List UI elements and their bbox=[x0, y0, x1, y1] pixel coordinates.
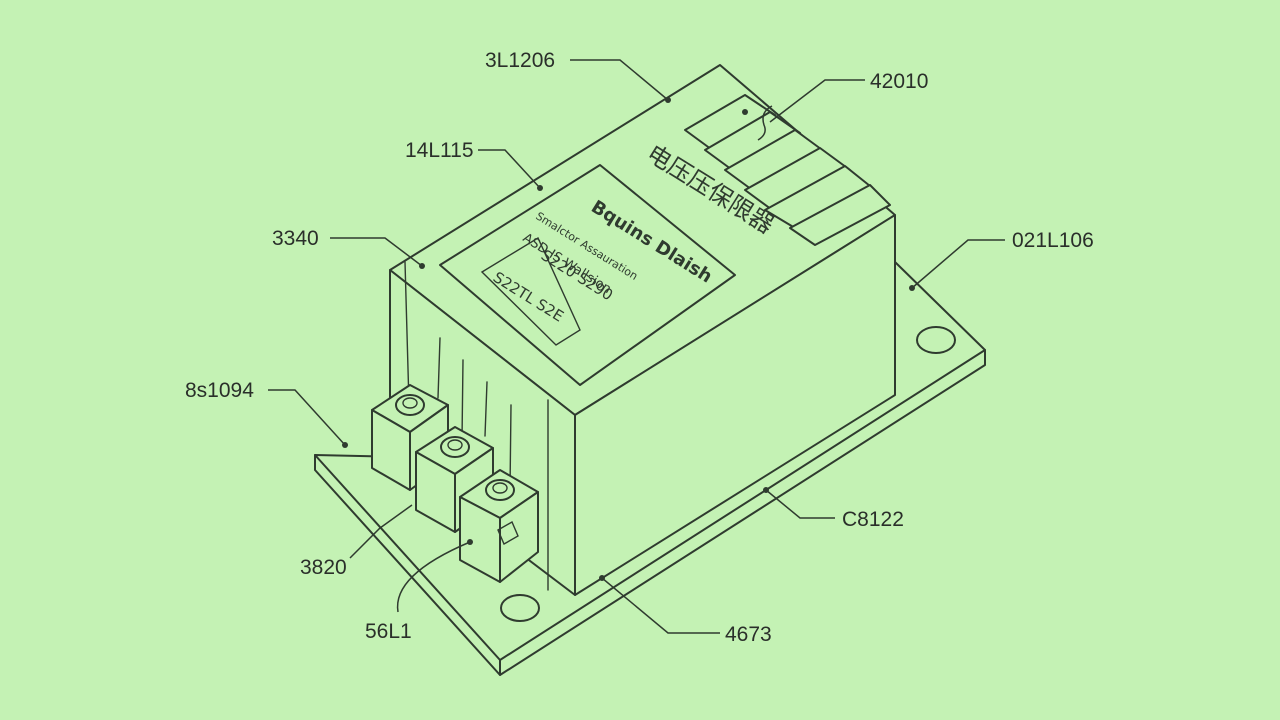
leader-c9 bbox=[396, 541, 471, 613]
callout-label-c9: 56L1 bbox=[365, 620, 412, 643]
fin-6 bbox=[789, 184, 891, 246]
terminal-2-screw bbox=[440, 436, 470, 458]
callout-label-c7: C8122 bbox=[842, 508, 904, 531]
callout-label-c1: 3L1206 bbox=[485, 49, 555, 72]
leader-c10-dot bbox=[599, 575, 605, 581]
leader-c6 bbox=[268, 389, 346, 446]
callout-label-c2: 42010 bbox=[870, 70, 928, 93]
base-plate-edge-left bbox=[314, 454, 501, 676]
heat-sink-fins bbox=[684, 94, 891, 246]
terminal-3-port-icon bbox=[497, 521, 519, 545]
leader-c5 bbox=[911, 239, 1005, 289]
terminal-3-screw-head bbox=[492, 482, 508, 494]
leader-c6-dot bbox=[342, 442, 348, 448]
leader-c7-dot bbox=[763, 487, 769, 493]
leader-c1-dot bbox=[665, 97, 671, 103]
leader-c1 bbox=[570, 59, 669, 101]
leader-c9-dot bbox=[467, 539, 473, 545]
nameplate-border bbox=[439, 164, 736, 386]
callout-label-c3: 14L115 bbox=[405, 139, 474, 162]
wire-3 bbox=[484, 381, 488, 437]
leader-c3-dot bbox=[537, 185, 543, 191]
callout-labels: 3L1206 42010 14L115 3340 021L106 8s1094 … bbox=[185, 49, 1094, 646]
callout-label-c4: 3340 bbox=[272, 227, 319, 250]
leader-c4-dot bbox=[419, 263, 425, 269]
wire-2 bbox=[461, 359, 464, 441]
callout-label-c6: 8s1094 bbox=[185, 379, 254, 402]
leader-c5-dot bbox=[909, 285, 915, 291]
terminal-1-screw bbox=[395, 394, 425, 416]
base-plate-edge-right bbox=[499, 349, 986, 676]
leader-c2-dot bbox=[742, 109, 748, 115]
mounting-hole-right bbox=[916, 326, 956, 354]
terminal-1-screw-head bbox=[402, 397, 418, 409]
terminal-block-3 bbox=[459, 469, 539, 583]
callout-label-c8: 3820 bbox=[300, 556, 347, 579]
nameplate-inner-box bbox=[480, 236, 581, 346]
leader-c7 bbox=[765, 489, 835, 519]
leader-c10 bbox=[601, 577, 720, 634]
leader-c2-curl bbox=[757, 105, 773, 141]
leader-c2 bbox=[769, 79, 865, 123]
terminal-3-screw bbox=[485, 479, 515, 501]
mounting-hole-front bbox=[500, 594, 540, 622]
terminal-3-side bbox=[499, 491, 539, 583]
terminal-2-screw-head bbox=[447, 439, 463, 451]
callout-label-c5: 021L106 bbox=[1012, 229, 1094, 252]
wire-1 bbox=[437, 337, 441, 399]
callout-label-c10: 4673 bbox=[725, 623, 772, 646]
leader-c8 bbox=[349, 504, 413, 559]
leader-c4 bbox=[330, 237, 423, 267]
leader-c3 bbox=[478, 149, 541, 189]
leader-lines bbox=[268, 59, 1005, 634]
